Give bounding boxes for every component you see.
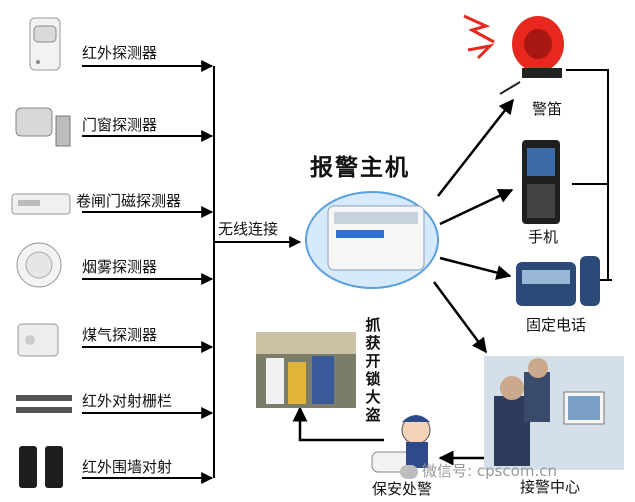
siren-icon xyxy=(463,14,564,95)
gas-detector-icon xyxy=(17,323,59,357)
mobile-phone-label: 手机 xyxy=(528,228,559,246)
landline-label: 固定电话 xyxy=(526,316,587,334)
hub-to-siren xyxy=(437,98,514,197)
detector-label-5: 煤气探测器 xyxy=(82,326,158,344)
detector-label-6: 红外对射栅栏 xyxy=(82,392,173,410)
hub-to-center xyxy=(432,281,488,354)
watermark: 微信号: cpscom.cn xyxy=(400,460,557,481)
arrest-caption: 抓获开锁大盗 xyxy=(365,316,381,424)
alarm-host-title: 报警主机 xyxy=(310,155,410,181)
mobile-phone-icon xyxy=(522,140,560,224)
alarm-center-photo xyxy=(484,356,624,470)
detector-label-7: 红外围墙对射 xyxy=(82,458,173,476)
watermark-text: 微信号: cpscom.cn xyxy=(422,462,557,480)
infrared-fence-icon xyxy=(16,395,72,413)
hub-to-phone xyxy=(439,188,514,226)
alarm-center-label: 接警中心 xyxy=(520,478,581,496)
hub-to-landline xyxy=(439,256,512,280)
landline-phone-icon xyxy=(516,256,600,306)
output-bracket xyxy=(566,69,609,185)
detector-label-3: 卷闸门磁探测器 xyxy=(76,192,182,210)
detector-label-1: 红外探测器 xyxy=(82,44,158,62)
security-label: 保安处警 xyxy=(372,480,433,498)
pir-motion-sensor-icon xyxy=(29,17,61,71)
arrest-photo xyxy=(256,332,356,408)
security-to-arrest xyxy=(292,406,384,442)
detector-label-2: 门窗探测器 xyxy=(82,116,158,134)
infrared-beam-icon xyxy=(19,446,63,488)
wireless-link-label: 无线连接 xyxy=(218,220,279,238)
wechat-icon xyxy=(400,464,418,479)
siren-label: 警笛 xyxy=(532,100,563,118)
alarm-host-icon xyxy=(305,191,439,289)
rolling-door-sensor-icon xyxy=(11,193,71,215)
smoke-detector-icon xyxy=(16,242,62,288)
door-window-sensor-icon xyxy=(15,107,71,147)
detector-label-4: 烟雾探测器 xyxy=(82,258,158,276)
